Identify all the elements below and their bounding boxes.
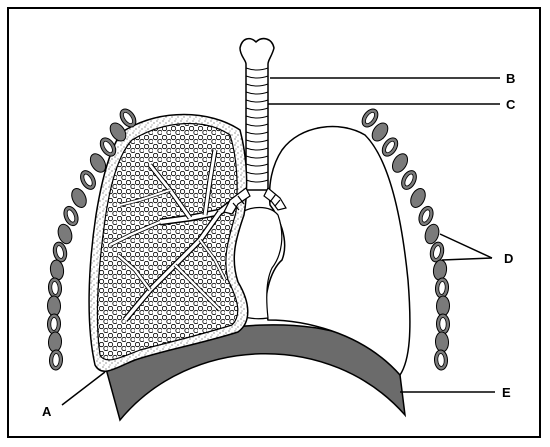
rib-highlight xyxy=(123,111,133,125)
rib-highlight xyxy=(438,281,446,295)
cartilage-ring xyxy=(245,99,269,103)
rib-highlight xyxy=(66,209,76,223)
rib-highlight xyxy=(50,317,58,331)
rib-segment xyxy=(57,223,73,245)
cartilage-ring xyxy=(245,171,269,175)
label-d: D xyxy=(504,251,513,266)
cartilage-ring xyxy=(245,139,269,143)
rib-highlight xyxy=(52,353,60,367)
rib-highlight xyxy=(83,173,93,187)
rib-segment xyxy=(47,331,63,353)
diagram-frame xyxy=(7,7,541,438)
leader-lines xyxy=(61,77,500,406)
label-e: E xyxy=(502,385,511,400)
rib-highlight xyxy=(51,281,59,295)
rib-segment xyxy=(424,223,440,245)
rib-segment xyxy=(410,188,426,208)
cartilage-ring xyxy=(245,123,269,127)
rib-segment xyxy=(434,331,450,353)
rib-highlight xyxy=(365,111,375,125)
rib-segment xyxy=(391,153,409,173)
cartilage-ring xyxy=(245,163,269,167)
rib-highlight xyxy=(385,140,395,154)
rib-highlight xyxy=(56,245,64,259)
label-c: C xyxy=(506,97,516,112)
cartilage-ring xyxy=(245,131,269,135)
rib-highlight xyxy=(404,173,414,187)
rib-segment xyxy=(435,295,451,317)
rib-highlight xyxy=(421,209,431,223)
cartilage-ring xyxy=(245,83,269,87)
rib-segment xyxy=(46,295,62,317)
cartilage-ring xyxy=(245,179,269,183)
cartilage-ring xyxy=(245,155,269,159)
rib-segment xyxy=(109,122,127,142)
cartilage-ring xyxy=(245,107,269,111)
cartilage-ring xyxy=(245,67,269,71)
rib-segment xyxy=(89,153,107,173)
rib-segment xyxy=(71,188,87,208)
label-b: B xyxy=(506,71,515,86)
rib-highlight xyxy=(103,140,113,154)
rib-segment xyxy=(432,259,448,281)
ribs-right xyxy=(361,108,451,371)
rib-segment xyxy=(371,122,389,142)
trachea xyxy=(239,37,275,191)
bronchial-tree xyxy=(109,149,238,322)
main-bronchi xyxy=(223,187,287,215)
cartilage-ring xyxy=(245,147,269,151)
rib-highlight xyxy=(437,353,445,367)
ribs-left xyxy=(46,108,137,371)
cartilage-ring xyxy=(245,91,269,95)
rib-segment xyxy=(49,259,65,281)
rib-highlight xyxy=(433,245,441,259)
label-a: A xyxy=(42,404,52,419)
rib-highlight xyxy=(439,317,447,331)
cartilage-ring xyxy=(245,115,269,119)
cartilage-ring xyxy=(245,75,269,79)
left-lung-tissue xyxy=(96,122,239,361)
